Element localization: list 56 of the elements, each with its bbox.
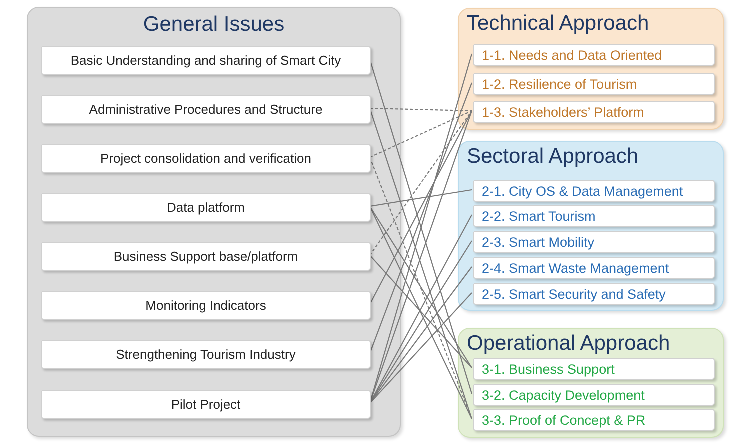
item-box [473,73,715,95]
connector-line [370,266,472,404]
item-box [473,205,715,227]
item-box [473,358,715,380]
item-label: 1-3. Stakeholders’ Platform [481,104,644,120]
item-box [473,44,715,66]
item-label: Data platform [166,200,246,215]
item-box [473,384,715,406]
item-label: 3-2. Capacity Development [481,388,645,402]
group-panel [458,8,724,130]
connector-line [370,255,472,368]
item-box [41,340,371,369]
item-box [41,390,371,419]
item-box [473,409,715,431]
item-box [473,283,715,305]
connector-line [369,82,473,354]
item-box [473,257,715,279]
item-label: 2-3. Smart Mobility [481,234,595,250]
connector-line [370,110,472,158]
item-label: 2-5. Smart Security and Safety [481,286,666,302]
group-heading: General Issues [142,12,286,38]
item-label: Strengthening Tourism Industry [116,347,296,362]
item-label: Project consolidation and verification [100,151,312,166]
group-panel [458,141,724,311]
item-label: 3-3. Proof of Concept & PR [481,412,646,428]
connector-line [370,206,472,368]
group-heading: Operational Approach [466,331,672,357]
connector-line [369,157,473,420]
connector-line [370,189,472,208]
item-box [473,101,715,123]
group-panel [27,7,401,437]
item-box [473,180,715,202]
item-box [41,291,371,320]
item-label: 2-1. City OS & Data Management [481,184,684,198]
item-box [41,46,371,75]
connector-line [370,108,472,112]
item-label: 3-1. Business Support [481,362,615,376]
item-label: 1-1. Needs and Data Oriented [481,48,662,62]
group-heading: Technical Approach [466,11,650,37]
item-label: 2-4. Smart Waste Management [481,260,670,276]
item-box [41,144,371,173]
group-heading: Sectoral Approach [466,144,640,170]
item-box [473,231,715,253]
connector-line [370,110,472,305]
connector-line [370,292,472,404]
item-box [41,95,371,124]
item-box [41,193,371,222]
item-label: 1-2. Resilience of Tourism [481,76,638,92]
item-label: Monitoring Indicators [146,298,266,313]
item-label: Pilot Project [171,397,241,412]
item-label: Basic Understanding and sharing of Smart City [70,53,342,68]
item-label: Business Support base/platform [114,249,298,264]
item-label: 2-2. Smart Tourism [481,208,596,224]
item-box [41,242,371,271]
group-panel [458,328,724,438]
item-label: Administrative Procedures and Structure [89,102,323,117]
